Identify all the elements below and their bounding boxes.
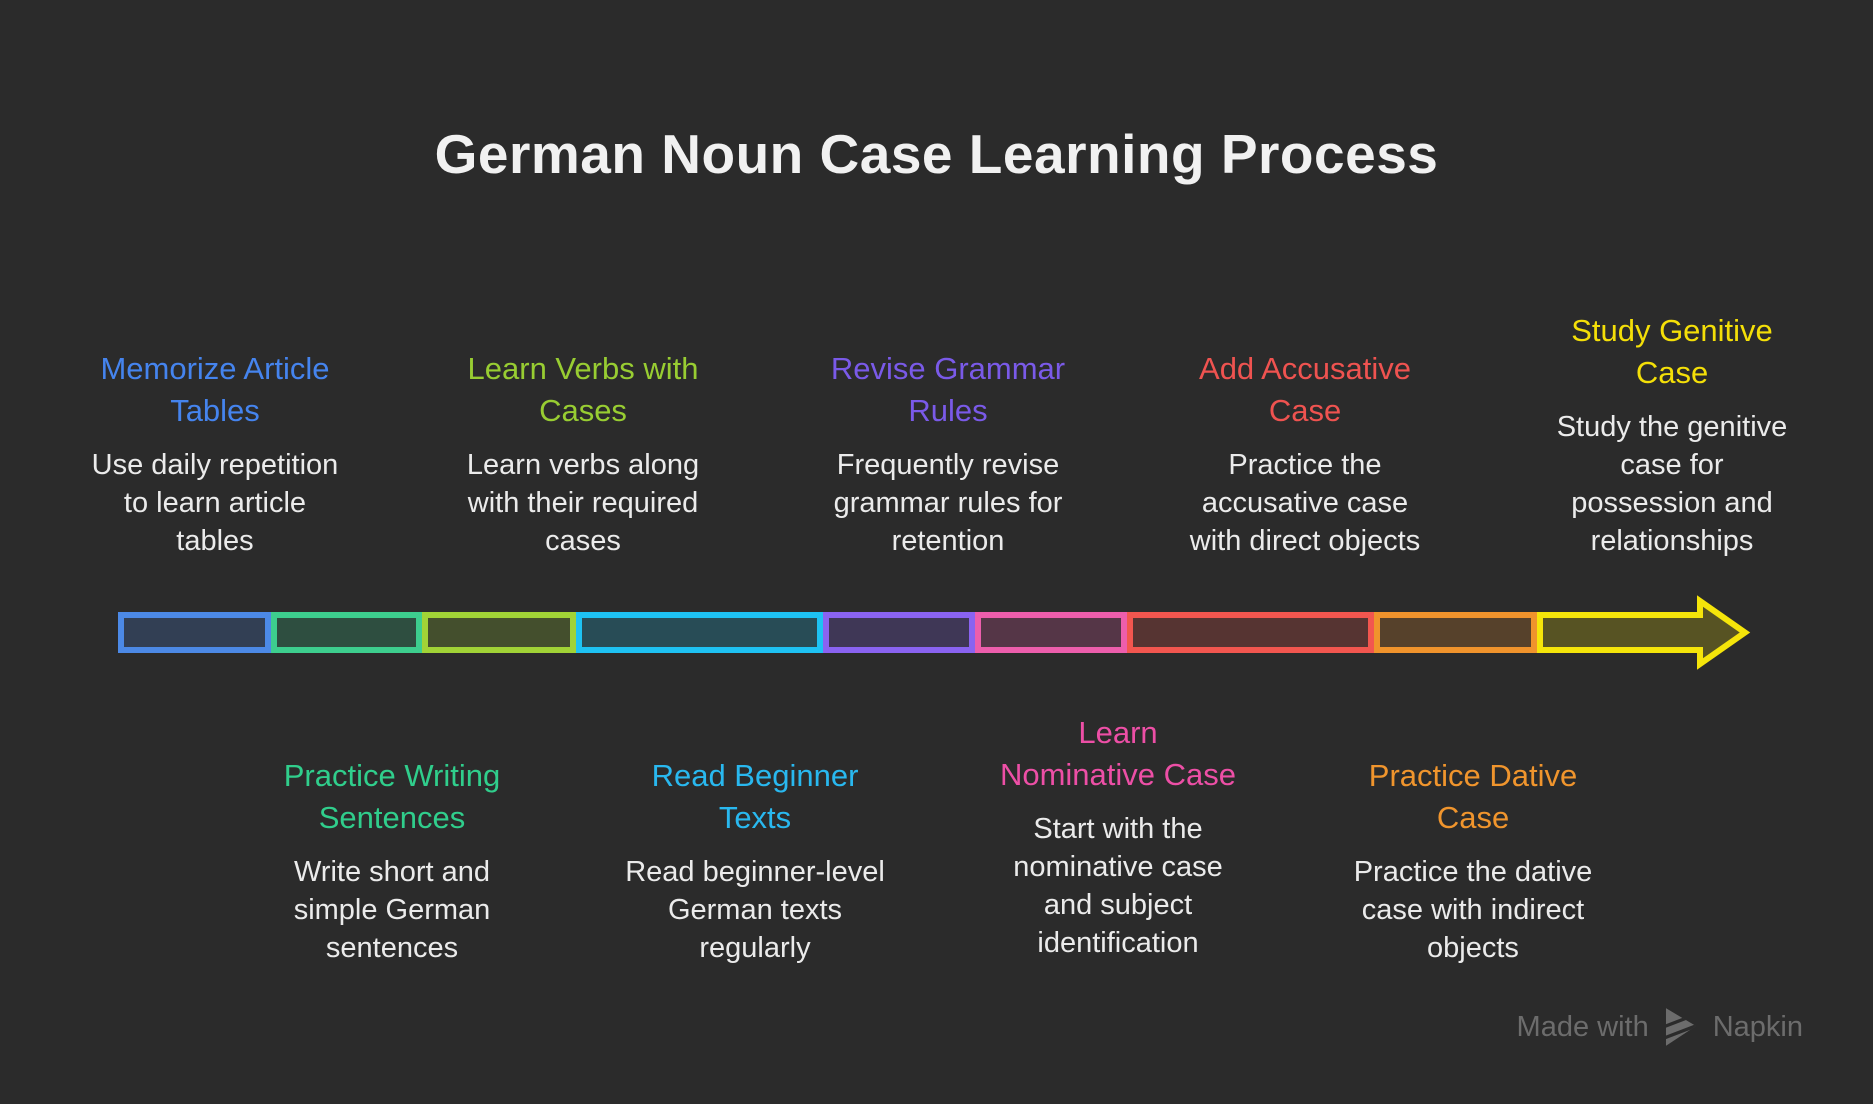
step-title: Practice Dative Case (1368, 758, 1578, 835)
watermark-brand: Napkin (1712, 1010, 1803, 1043)
arrow-segment (975, 612, 1127, 653)
step-title: Learn Verbs with Cases (467, 351, 699, 428)
step-add-accusative-case: Add Accusative Case Practice the accusat… (1125, 348, 1485, 560)
made-with-napkin-watermark: Made with Napkin (1517, 1006, 1803, 1048)
step-title: Add Accusative Case (1199, 351, 1411, 428)
step-revise-grammar-rules: Revise Grammar Rules Frequently revise g… (768, 348, 1128, 560)
page-title: German Noun Case Learning Process (434, 123, 1439, 185)
arrow-segment (1127, 612, 1374, 653)
napkin-logo-icon (1665, 1008, 1696, 1046)
step-learn-nominative-case: Learn Nominative Case Start with the nom… (938, 712, 1298, 962)
step-title: Learn Nominative Case (999, 715, 1237, 792)
step-body: Use daily repetition to learn article ta… (91, 449, 339, 557)
step-title: Study Genitive Case (1571, 313, 1773, 390)
arrow-segment (118, 612, 271, 653)
arrow-segment (271, 612, 422, 653)
step-learn-verbs-with-cases: Learn Verbs with Cases Learn verbs along… (403, 348, 763, 560)
step-body: Study the genitive case for possession a… (1556, 411, 1788, 557)
step-title: Memorize Article Tables (100, 351, 330, 428)
step-read-beginner-texts: Read Beginner Texts Read beginner-level … (575, 755, 935, 967)
watermark-text: Made with (1516, 1010, 1649, 1043)
step-title: Read Beginner Texts (651, 758, 859, 835)
step-body: Read beginner-level German texts regular… (625, 856, 885, 964)
arrow-segment (823, 612, 975, 653)
step-study-genitive-case: Study Genitive Case Study the genitive c… (1507, 310, 1837, 560)
step-body: Practice the dative case with indirect o… (1353, 856, 1593, 964)
step-body: Start with the nominative case and subje… (1013, 813, 1223, 959)
step-body: Practice the accusative case with direct… (1189, 449, 1421, 557)
step-title: Practice Writing Sentences (283, 758, 501, 835)
step-practice-dative-case: Practice Dative Case Practice the dative… (1293, 755, 1653, 967)
step-body: Learn verbs along with their required ca… (466, 449, 700, 557)
arrow-head (1537, 595, 1751, 670)
step-practice-writing-sentences: Practice Writing Sentences Write short a… (212, 755, 572, 967)
step-body: Frequently revise grammar rules for rete… (833, 449, 1063, 557)
step-title: Revise Grammar Rules (830, 351, 1066, 428)
arrow-segment (576, 612, 823, 653)
arrow-segment (1374, 612, 1537, 653)
step-memorize-article-tables: Memorize Article Tables Use daily repeti… (35, 348, 395, 560)
step-body: Write short and simple German sentences (293, 856, 491, 964)
arrow-segment (422, 612, 576, 653)
